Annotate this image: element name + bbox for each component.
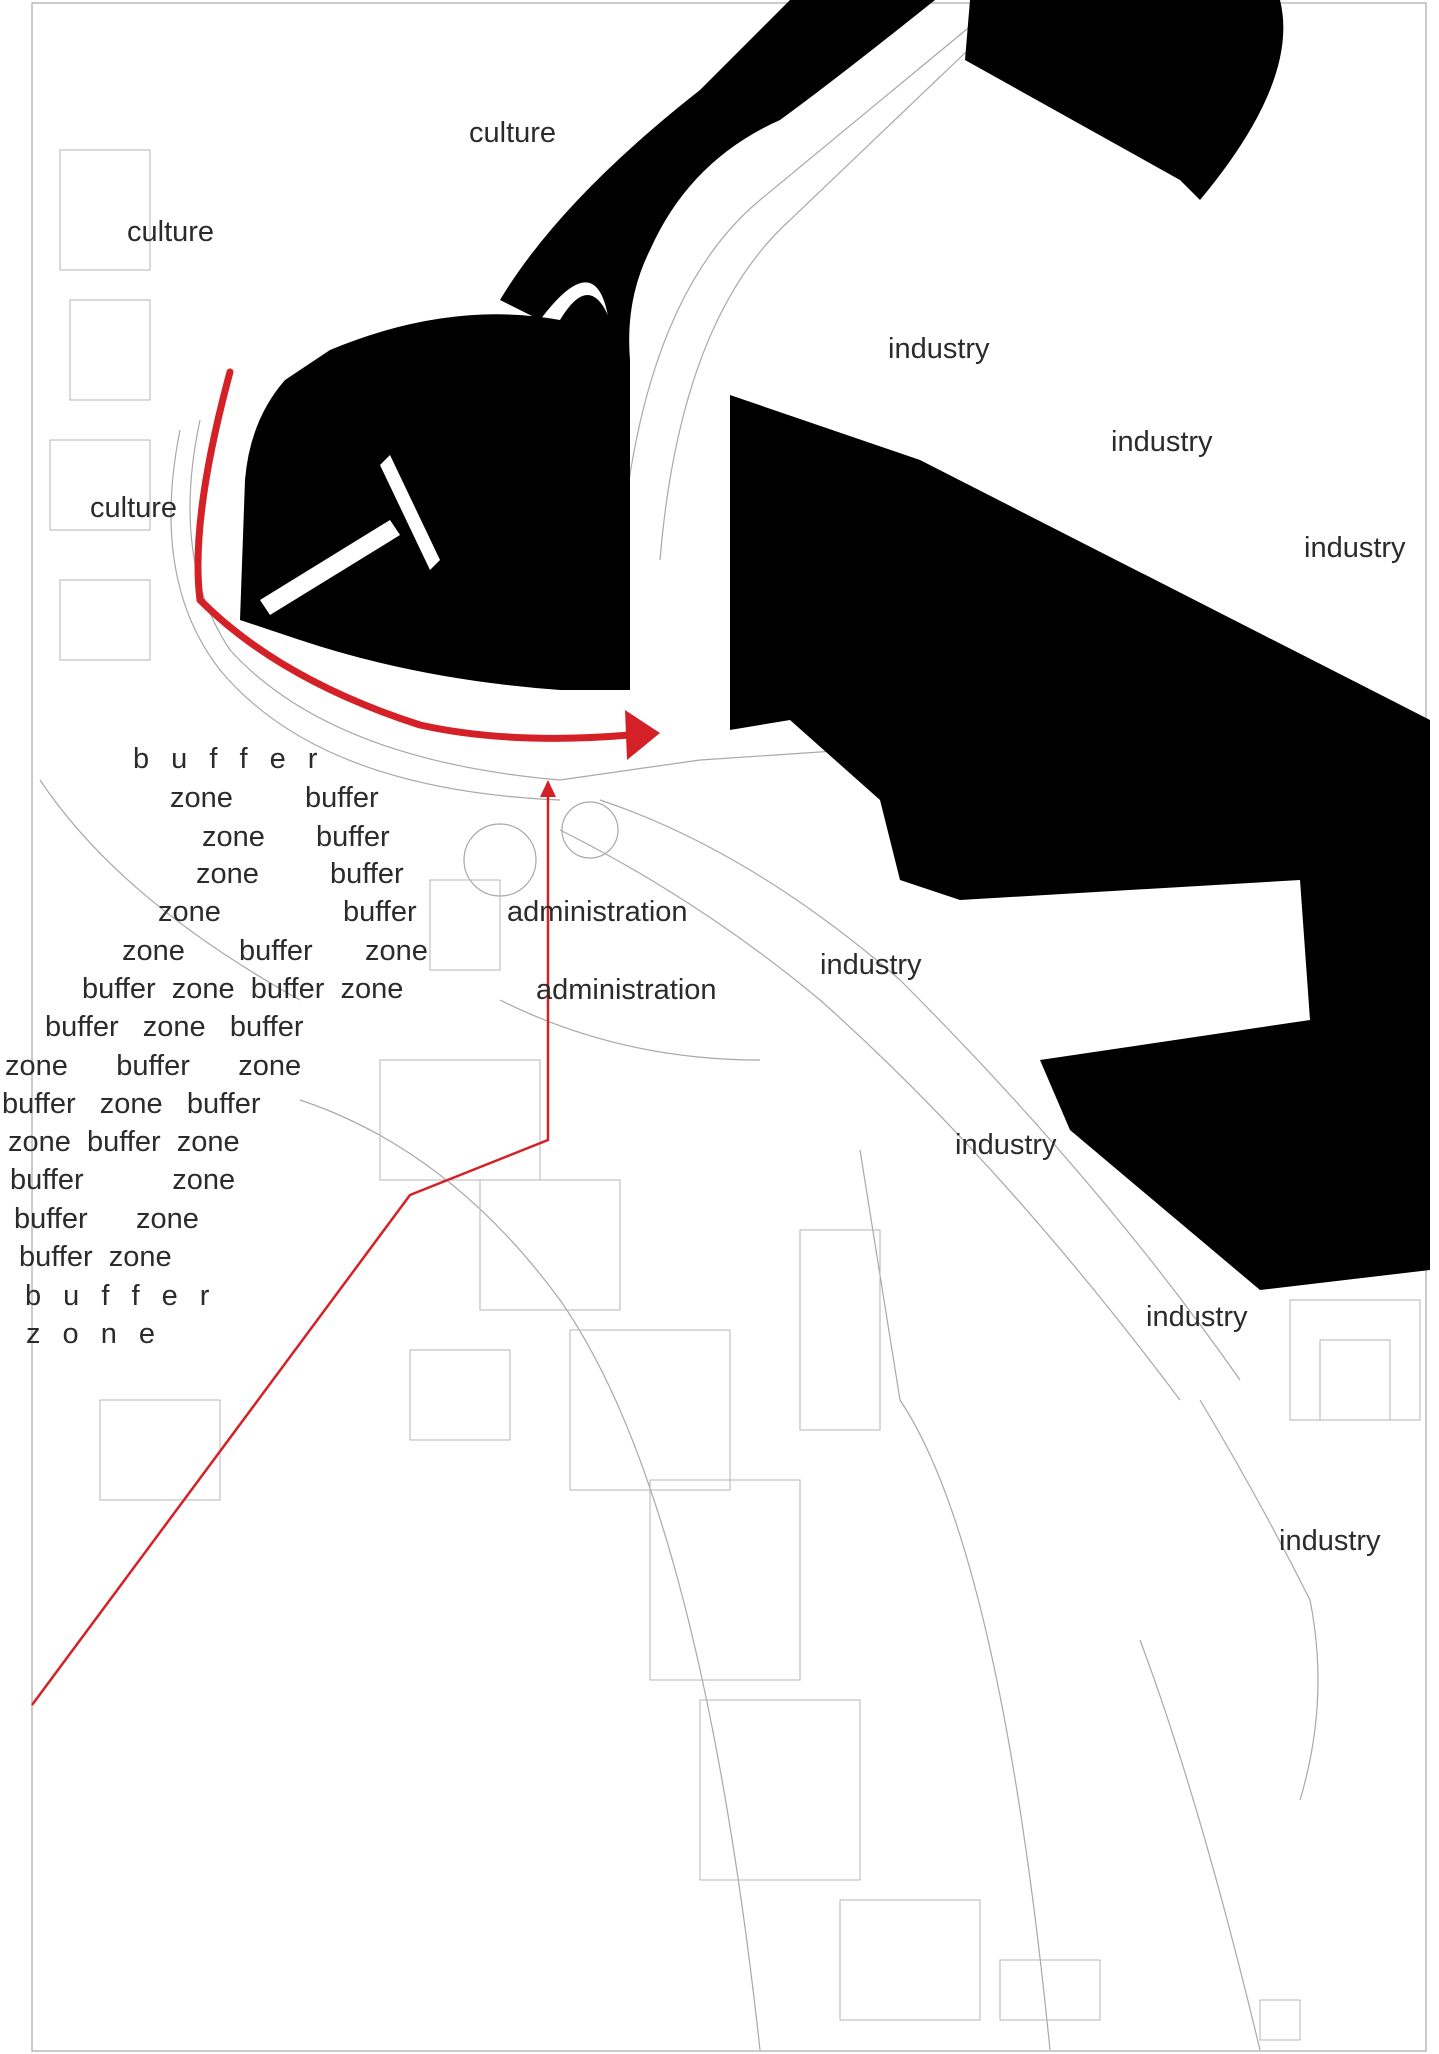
label-buffer-zone: b u f f e r	[133, 743, 325, 775]
east-basin	[730, 395, 1430, 1290]
water-basins	[240, 0, 1430, 1290]
label-industry: industry	[1111, 426, 1213, 458]
label-buffer-zone: zone buffer zone	[8, 1126, 240, 1158]
label-buffer-zone: buffer	[330, 858, 404, 890]
label-administration: administration	[536, 974, 717, 1006]
north-dock	[965, 0, 1284, 200]
label-buffer-zone: buffer	[343, 896, 417, 928]
route-arrow	[194, 368, 660, 760]
label-buffer-zone: buffer	[316, 821, 390, 853]
label-buffer-zone: buffer zone buffer	[2, 1088, 261, 1120]
pier	[380, 455, 440, 570]
label-buffer-zone: zone	[122, 935, 185, 967]
label-culture: culture	[469, 117, 557, 149]
label-buffer-zone: buffer zone	[19, 1241, 172, 1273]
label-buffer-zone: zone	[158, 896, 221, 928]
label-industry: industry	[820, 949, 922, 981]
label-industry: industry	[1279, 1525, 1381, 1557]
label-buffer-zone: buffer	[305, 782, 379, 814]
label-culture: culture	[90, 492, 178, 524]
label-industry: industry	[1304, 532, 1406, 564]
label-industry: industry	[955, 1129, 1057, 1161]
label-industry: industry	[1146, 1301, 1248, 1333]
parcel-blocks	[49, 149, 1421, 2041]
label-buffer-zone: zone	[202, 821, 265, 853]
label-buffer-zone: zone buffer zone	[5, 1050, 302, 1082]
label-buffer-zone: buffer zone	[10, 1164, 236, 1196]
label-culture: culture	[127, 216, 215, 248]
label-buffer-zone: zone	[170, 782, 233, 814]
label-buffer-zone: buffer	[239, 935, 313, 967]
label-buffer-zone: zone	[196, 858, 259, 890]
label-buffer-zone: buffer zone	[14, 1203, 199, 1235]
access-path	[30, 780, 556, 1706]
label-industry: industry	[888, 333, 990, 365]
canal	[500, 0, 935, 690]
inner-harbour	[240, 295, 610, 690]
label-administration: administration	[507, 896, 688, 928]
pier-arm	[260, 520, 400, 615]
label-buffer-zone: buffer zone buffer	[45, 1011, 304, 1043]
label-buffer-zone: zone	[365, 935, 428, 967]
label-buffer-zone: b u f f e r	[25, 1280, 217, 1312]
label-buffer-zone: z o n e	[26, 1318, 163, 1350]
label-buffer-zone: buffer zone buffer zone	[82, 973, 404, 1005]
